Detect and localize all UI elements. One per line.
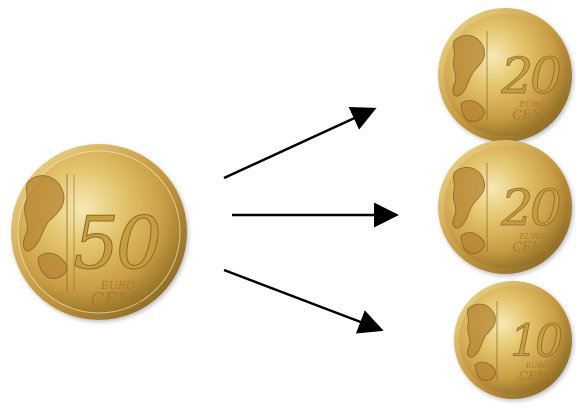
result-coin-3-value: 10 [510,316,562,367]
result-coin-2: 20 EURO CENT [438,140,572,274]
arrow-group [224,110,394,329]
source-coin: 50 EURO CENT [11,144,187,320]
result-coin-1-value: 20 [500,47,561,105]
result-coin-1-cent-label: CENT [512,108,553,123]
arrow-right-icon [224,270,379,329]
source-coin-value: 50 [73,201,160,285]
result-coin-2-value: 20 [500,179,561,237]
result-coin-3: 10 EURO CENT [454,281,572,399]
arrow-right-icon [224,110,372,178]
source-coin-cent-label: CENT [91,289,148,310]
result-coin-2-cent-label: CENT [512,240,553,255]
result-coin-3-cent-label: CENT [519,369,556,383]
result-coin-1: 20 EURO CENT [438,8,572,142]
